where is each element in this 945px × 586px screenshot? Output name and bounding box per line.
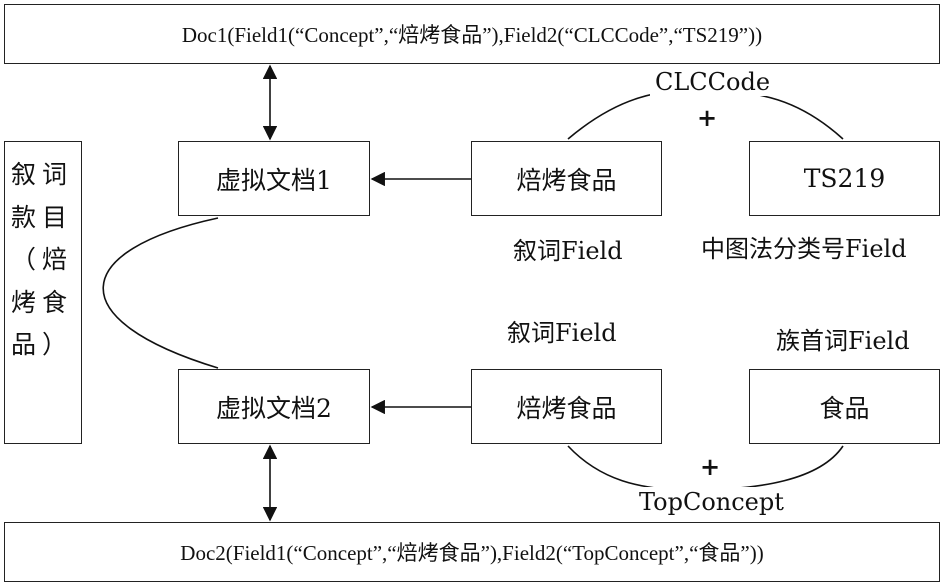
ts219-label: TS219 [803,164,886,193]
virtual-doc-2-box: 虚拟文档2 [178,369,370,444]
family-head-field-label: 族首词Field [776,327,910,355]
descriptor-entry-text: 叙词款目（焙烤食品） [11,160,74,359]
food-label: 食品 [819,393,870,423]
plus-top-label: + [697,103,718,132]
topconcept-label: TopConcept [639,488,784,516]
virtual-doc-2-label: 虚拟文档2 [216,393,332,423]
descriptor-field-1-label: 叙词Field [513,237,623,265]
clccode-label: CLCCode [655,68,771,96]
ts219-box: TS219 [749,141,940,216]
doc2-text: Doc2(Field1(“Concept”,“焙烤食品”),Field2(“To… [180,541,764,565]
descriptor-entry-box: 叙词款目（焙烤食品） [4,141,82,444]
baked-food-1-label: 焙烤食品 [516,165,617,195]
food-box: 食品 [749,369,940,444]
virtual-doc-1-label: 虚拟文档1 [216,165,332,195]
virtual-doc-1-box: 虚拟文档1 [178,141,370,216]
descriptor-field-2-label: 叙词Field [507,319,617,347]
doc1-box: Doc1(Field1(“Concept”,“焙烤食品”),Field2(“CL… [4,4,940,64]
baked-food-2-box: 焙烤食品 [471,369,662,444]
clc-field-label: 中图法分类号Field [701,235,907,263]
baked-food-1-box: 焙烤食品 [471,141,662,216]
plus-bottom-label: + [700,452,721,481]
left-curve [102,217,219,369]
baked-food-2-label: 焙烤食品 [516,393,617,423]
doc2-box: Doc2(Field1(“Concept”,“焙烤食品”),Field2(“To… [4,522,940,582]
doc1-text: Doc1(Field1(“Concept”,“焙烤食品”),Field2(“CL… [181,23,763,47]
